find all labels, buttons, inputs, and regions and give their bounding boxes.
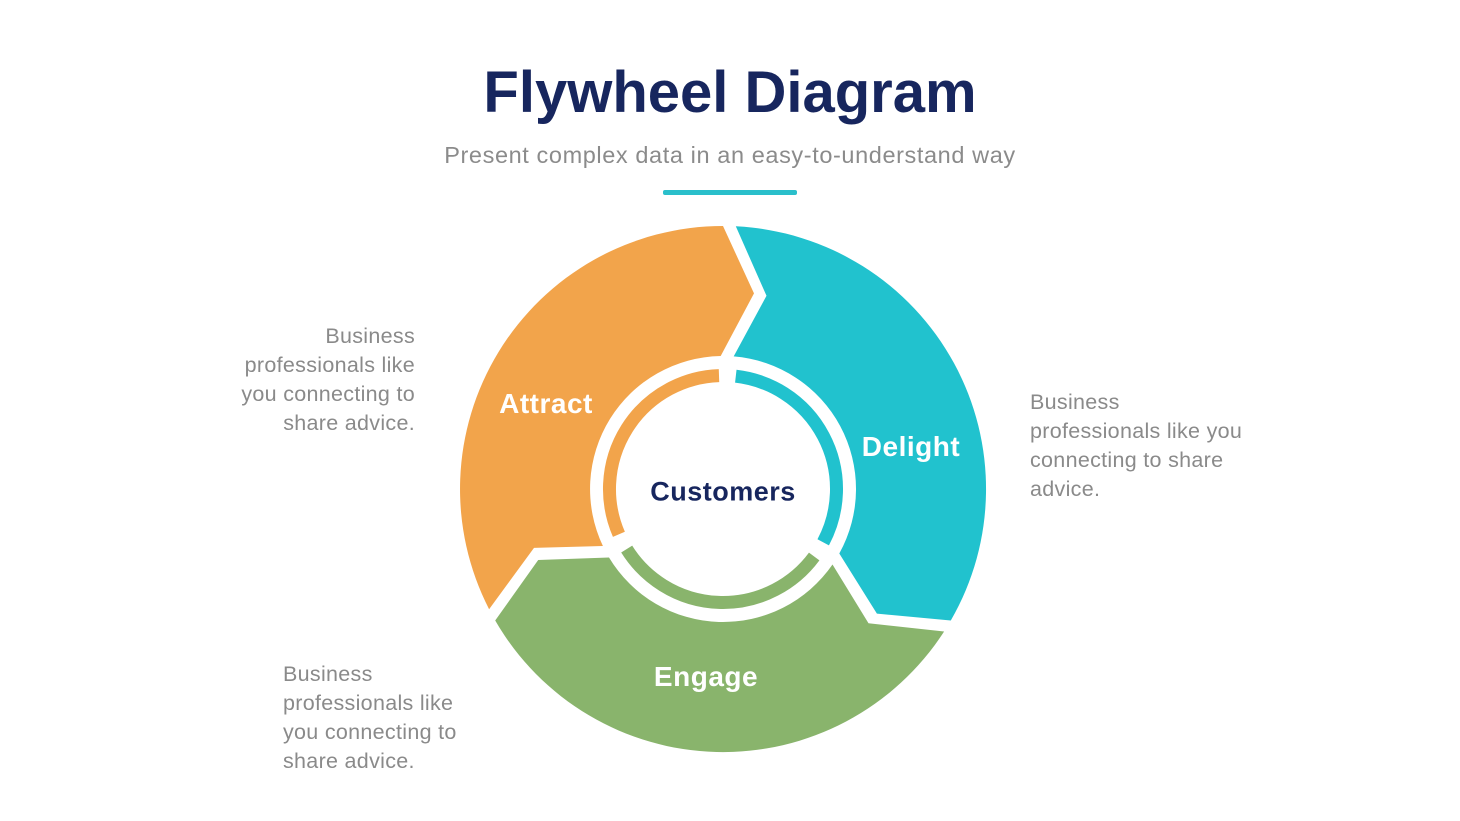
inner-ring-arc-delight bbox=[735, 369, 843, 546]
segment-label-delight: Delight bbox=[861, 431, 961, 462]
header: Flywheel Diagram Present complex data in… bbox=[0, 0, 1460, 195]
accent-divider bbox=[663, 189, 797, 195]
segment-label-engage: Engage bbox=[653, 661, 759, 692]
flywheel-segment-delight bbox=[733, 226, 987, 621]
note-delight: Business professionals like you connecti… bbox=[1030, 390, 1243, 501]
inner-ring-arc-engage bbox=[621, 545, 820, 609]
center-hub-label: Customers bbox=[650, 476, 796, 507]
segment-label-attract: Attract bbox=[499, 388, 593, 419]
flywheel-segment-attract bbox=[460, 226, 754, 610]
note-engage: Business professionals like you connecti… bbox=[283, 662, 457, 773]
flywheel-segment-engage bbox=[495, 557, 945, 753]
inner-ring-arc-attract bbox=[603, 369, 720, 537]
note-attract: Business professionals like you connecti… bbox=[241, 324, 415, 435]
page-subtitle: Present complex data in an easy-to-under… bbox=[444, 141, 1016, 168]
page-title: Flywheel Diagram bbox=[483, 60, 977, 125]
